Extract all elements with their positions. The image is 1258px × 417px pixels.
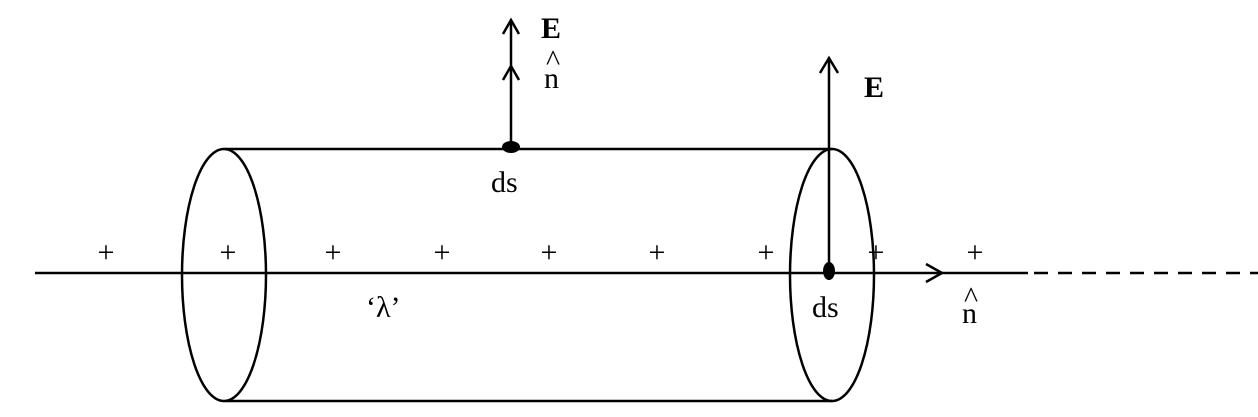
charges-group: + + + + + + + + + <box>98 236 984 269</box>
charge-plus: + <box>758 236 775 269</box>
charge-plus: + <box>967 236 984 269</box>
charge-density-label: ‘λ’ <box>366 291 401 324</box>
field-arrow-right-head <box>818 55 840 74</box>
area-label-right: ds <box>812 291 839 324</box>
charge-plus: + <box>98 236 115 269</box>
cylinder-right-cap <box>788 147 876 403</box>
charge-plus: + <box>649 236 666 269</box>
normal-arrow-top-head <box>501 63 521 81</box>
field-label-right: E <box>864 71 884 104</box>
normal-hat-top: ^ <box>546 44 560 77</box>
field-arrow-top-head <box>501 17 521 35</box>
cylinder-left-cap <box>180 147 268 403</box>
charge-plus: + <box>220 236 237 269</box>
charge-plus: + <box>541 236 558 269</box>
axis-normal-arrowhead <box>925 262 945 284</box>
charge-plus: + <box>868 236 885 269</box>
charge-plus: + <box>434 236 451 269</box>
area-label-top: ds <box>491 166 518 199</box>
normal-hat-right: ^ <box>964 281 978 314</box>
normal-label-right: n <box>962 297 977 330</box>
normal-label-top: n <box>544 62 559 95</box>
charge-plus: + <box>325 236 342 269</box>
field-label-top: E <box>541 12 561 45</box>
